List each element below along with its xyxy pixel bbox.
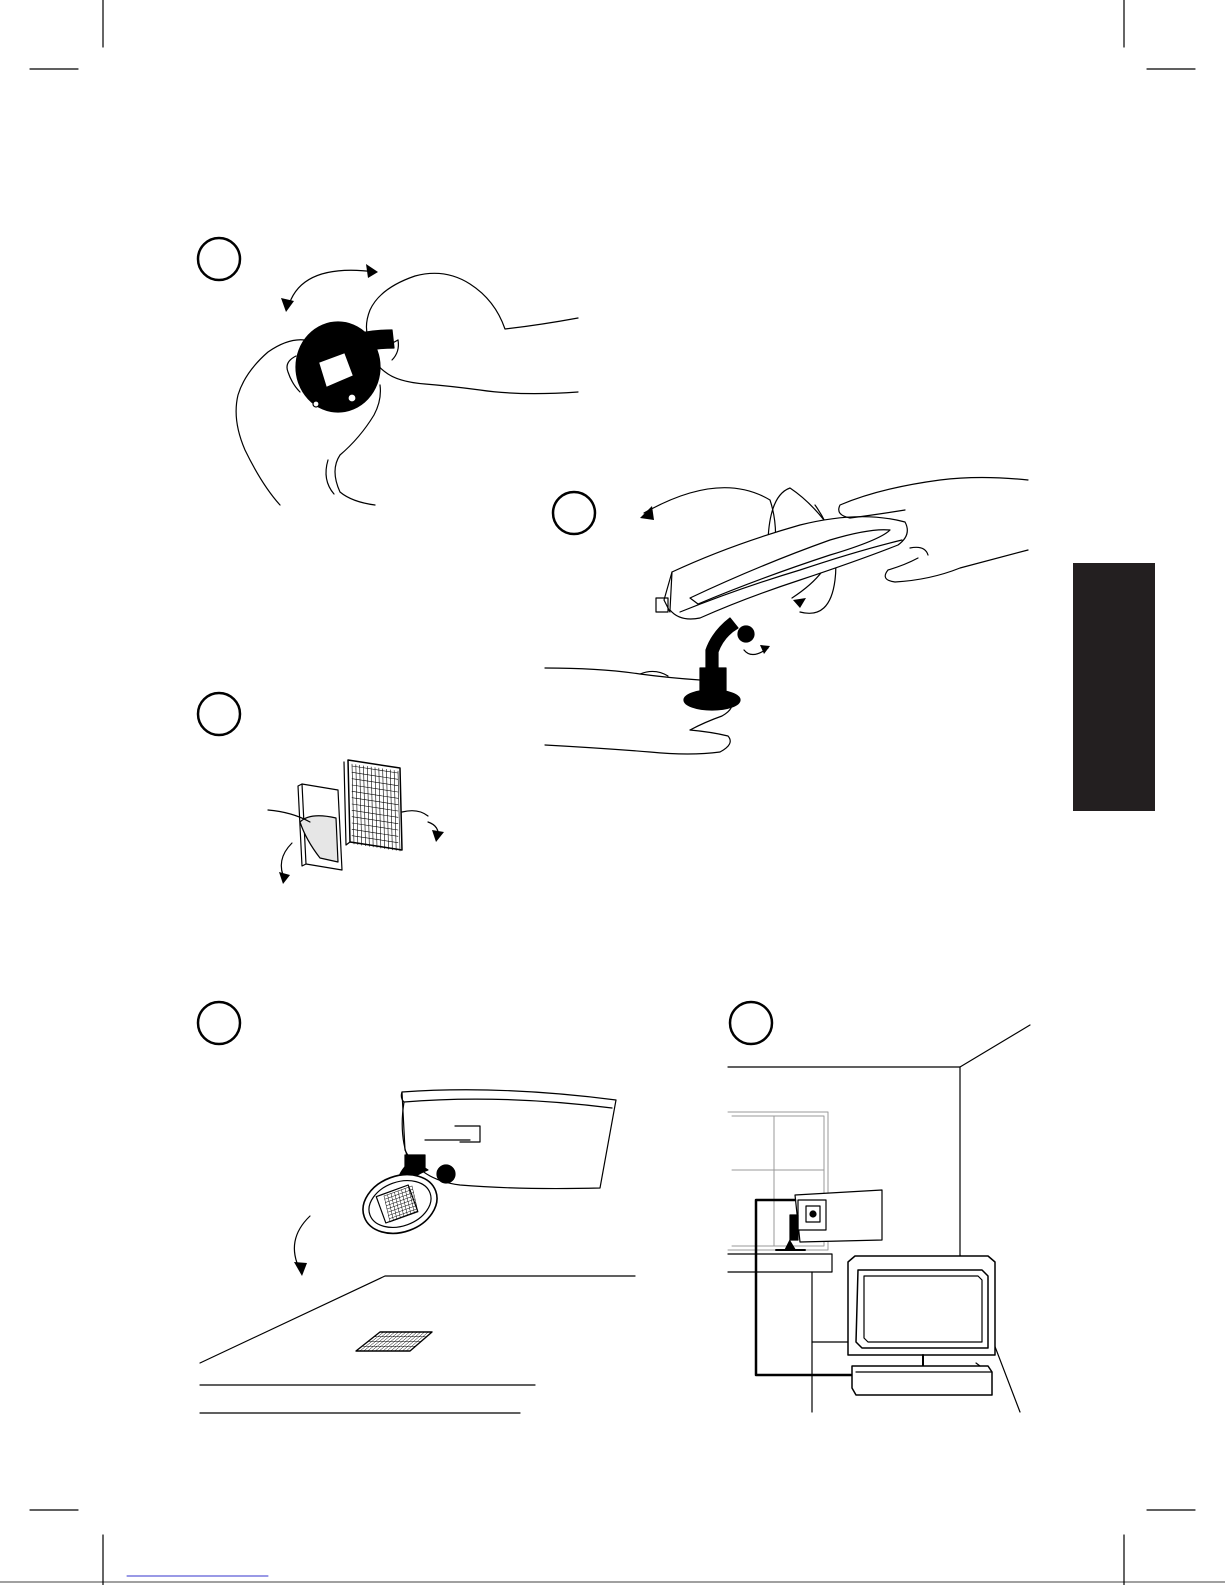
hands-rotating-camera-housing-illustration [545, 478, 1028, 755]
step-5-label [731, 1003, 771, 1043]
step-3-label [199, 694, 239, 734]
side-tab [1073, 563, 1155, 811]
room-with-camera-and-monitor-illustration [728, 1025, 1030, 1412]
step-2-label [554, 493, 594, 533]
peel-adhesive-pads-illustration [268, 760, 444, 884]
hands-unscrewing-cable-cap-illustration [236, 264, 578, 505]
camera-mount-to-ceiling-illustration [200, 1090, 635, 1413]
step-1-label [199, 239, 239, 279]
step-4-label [199, 1003, 239, 1043]
